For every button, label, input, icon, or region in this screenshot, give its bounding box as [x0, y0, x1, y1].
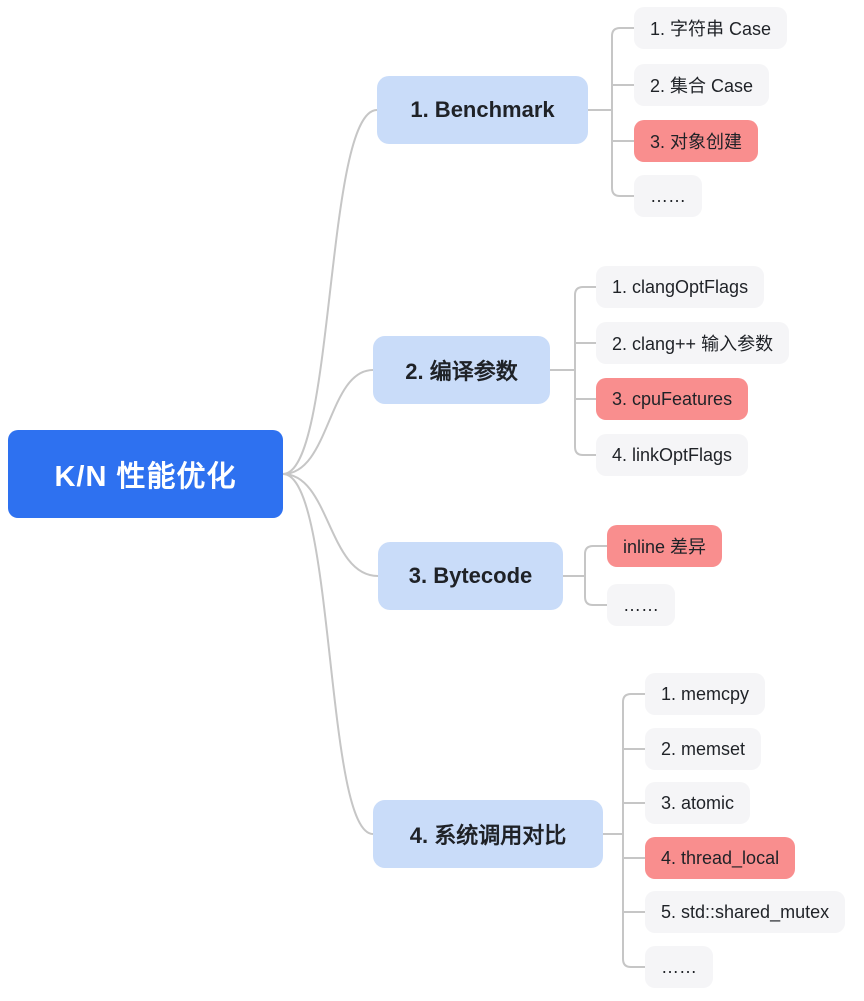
leaf-string-case[interactable]: 1. 字符串 Case: [634, 7, 788, 49]
connector-benchmark-trunk: [611, 27, 635, 197]
leaf-thread-local[interactable]: 4. thread_local: [645, 837, 796, 879]
leaf-ellipsis-bytecode[interactable]: ……: [607, 584, 675, 626]
leaf-cpufeatures[interactable]: 3. cpuFeatures: [596, 378, 749, 420]
leaf-inline-diff[interactable]: inline 差异: [607, 525, 723, 567]
connector-syscall-trunk: [622, 693, 646, 968]
leaf-collection-case[interactable]: 2. 集合 Case: [634, 64, 770, 106]
leaf-ellipsis-syscall[interactable]: ……: [645, 946, 713, 988]
leaf-linkoptflags[interactable]: 4. linkOptFlags: [596, 434, 749, 476]
leaf-ellipsis-benchmark[interactable]: ……: [634, 175, 702, 217]
branch-node-compile-params[interactable]: 2. 编译参数: [373, 336, 550, 404]
leaf-clangpp-input-args[interactable]: 2. clang++ 输入参数: [596, 322, 790, 364]
branch-node-bytecode[interactable]: 3. Bytecode: [378, 542, 563, 610]
leaf-memset[interactable]: 2. memset: [645, 728, 762, 770]
connector-compile-trunk: [574, 286, 597, 456]
connector-root-benchmark: [282, 109, 378, 475]
connector-root-compile-params: [282, 369, 374, 475]
connector-bytecode-trunk: [584, 545, 608, 606]
leaf-clangoptflags[interactable]: 1. clangOptFlags: [596, 266, 765, 308]
connector-root-syscall: [282, 473, 374, 835]
leaf-object-creation[interactable]: 3. 对象创建: [634, 120, 759, 162]
branch-node-benchmark[interactable]: 1. Benchmark: [377, 76, 588, 144]
leaf-shared-mutex[interactable]: 5. std::shared_mutex: [645, 891, 846, 933]
branch-node-syscall-compare[interactable]: 4. 系统调用对比: [373, 800, 603, 868]
root-node[interactable]: K/N 性能优化: [8, 430, 283, 518]
leaf-atomic[interactable]: 3. atomic: [645, 782, 751, 824]
leaf-memcpy[interactable]: 1. memcpy: [645, 673, 766, 715]
connector-root-bytecode: [282, 473, 379, 577]
